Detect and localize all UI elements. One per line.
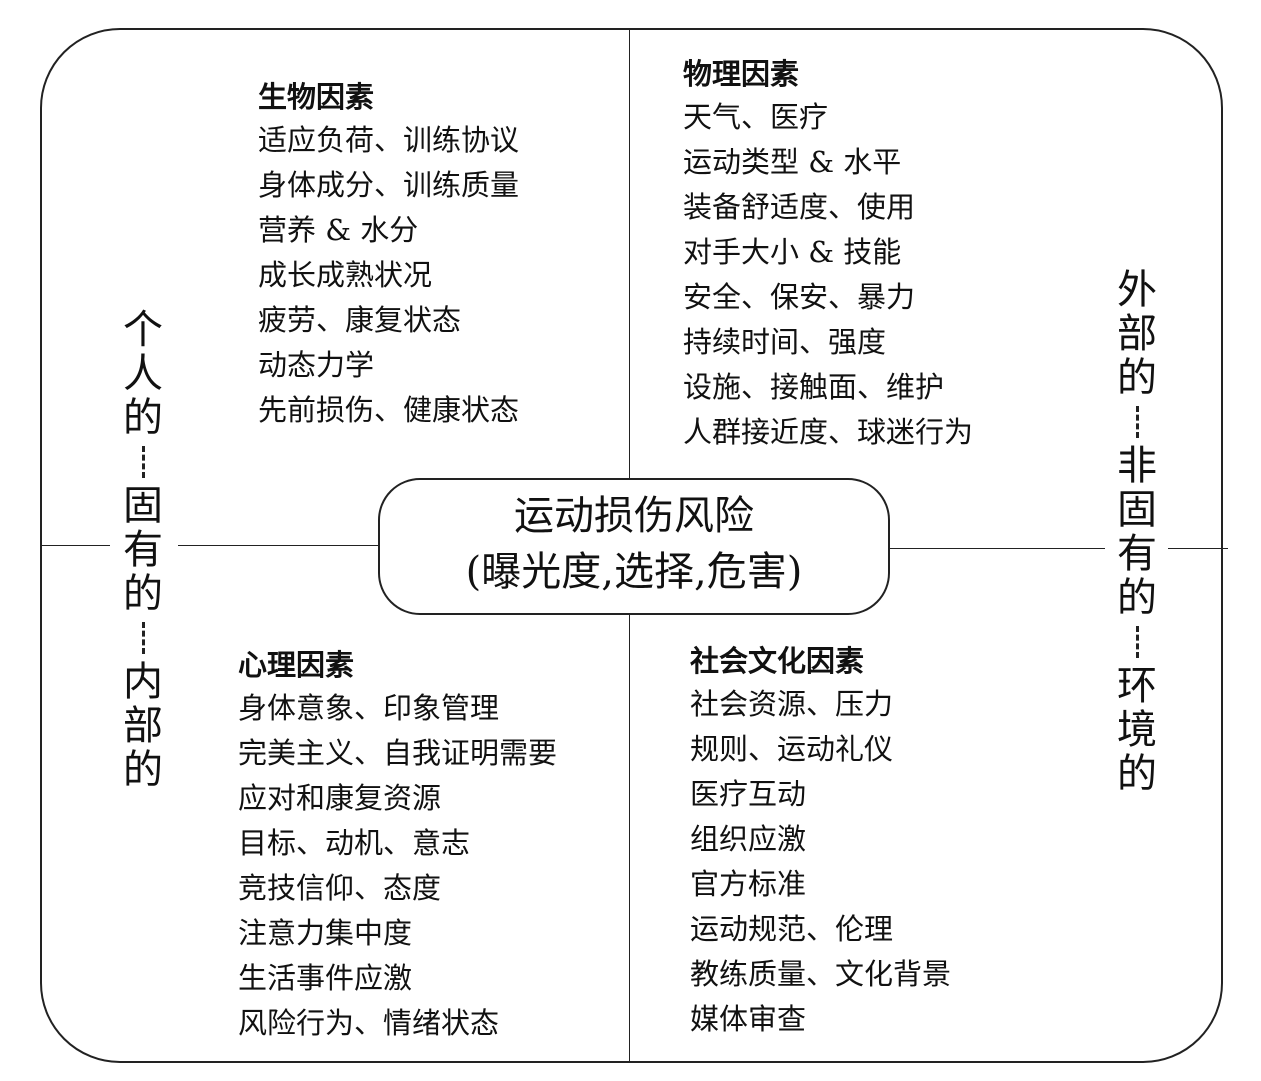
list-item: 竞技信仰、态度 (238, 871, 442, 905)
list-item: 天气、医疗 (683, 100, 829, 134)
quadrant-sociocultural: 社会文化因素 社会资源、压力 规则、运动礼仪 医疗互动 组织应激 官方标准 运动… (690, 640, 951, 1042)
horizontal-divider-right-inner (890, 548, 1105, 549)
dash-line (141, 622, 145, 654)
quadrant-title: 心理因素 (238, 648, 355, 682)
dash-line (141, 446, 145, 478)
list-item: 安全、保安、暴力 (683, 280, 916, 314)
side-label-char: 固 (123, 483, 163, 529)
side-label-intrinsic: 个人的固有的内部的 (118, 308, 168, 792)
quadrant-physical: 物理因素 天气、医疗 运动类型 & 水平 装备舒适度、使用 对手大小 & 技能 … (683, 53, 973, 455)
side-label-char: 有 (1117, 531, 1157, 577)
side-label-char: 环 (1117, 663, 1157, 709)
side-label-char: 非 (1117, 443, 1157, 489)
list-item: 对手大小 & 技能 (683, 235, 902, 269)
side-label-char: 境 (1117, 707, 1157, 753)
quadrant-psychological: 心理因素 身体意象、印象管理 完美主义、自我证明需要 应对和康复资源 目标、动机… (238, 644, 557, 1046)
horizontal-divider-left-inner (178, 545, 378, 546)
side-label-char: 的 (123, 571, 163, 617)
list-item: 风险行为、情绪状态 (238, 1006, 500, 1040)
list-item: 规则、运动礼仪 (690, 732, 894, 766)
list-item: 目标、动机、意志 (238, 826, 471, 860)
list-item: 运动规范、伦理 (690, 912, 894, 946)
list-item: 营养 & 水分 (258, 213, 419, 247)
side-label-char: 的 (123, 395, 163, 441)
list-item: 教练质量、文化背景 (690, 957, 952, 991)
center-box-injury-risk: 运动损伤风险 (曝光度,选择,危害) (378, 478, 890, 615)
list-item: 应对和康复资源 (238, 781, 442, 815)
list-item: 先前损伤、健康状态 (258, 393, 520, 427)
list-item: 持续时间、强度 (683, 325, 887, 359)
side-label-char: 人 (123, 351, 163, 397)
list-item: 适应负荷、训练协议 (258, 123, 520, 157)
list-item: 媒体审查 (690, 1002, 807, 1036)
side-label-char: 的 (1117, 575, 1157, 621)
list-item: 身体意象、印象管理 (238, 691, 500, 725)
list-item: 社会资源、压力 (690, 687, 894, 721)
dash-line (1135, 626, 1139, 658)
horizontal-divider-left-outer (40, 545, 110, 546)
side-label-char: 有 (123, 527, 163, 573)
side-label-char: 的 (1117, 751, 1157, 797)
side-label-char: 部 (123, 703, 163, 749)
center-title: 运动损伤风险 (514, 493, 754, 539)
list-item: 完美主义、自我证明需要 (238, 736, 558, 770)
quadrant-title: 物理因素 (683, 57, 800, 91)
side-label-char: 固 (1117, 487, 1157, 533)
list-item: 人群接近度、球迷行为 (683, 415, 974, 449)
side-label-char: 的 (123, 747, 163, 793)
list-item: 官方标准 (690, 867, 807, 901)
center-subtitle: (曝光度,选择,危害) (465, 549, 803, 595)
side-label-char: 个 (123, 307, 163, 353)
quadrant-biological: 生物因素 适应负荷、训练协议 身体成分、训练质量 营养 & 水分 成长成熟状况 … (258, 76, 519, 433)
side-label-char: 的 (1117, 355, 1157, 401)
vertical-divider-top (629, 29, 630, 481)
side-label-extrinsic: 外部的非固有的环境的 (1112, 268, 1162, 796)
list-item: 成长成熟状况 (258, 258, 433, 292)
list-item: 动态力学 (258, 348, 375, 382)
quadrant-title: 社会文化因素 (690, 644, 865, 678)
list-item: 注意力集中度 (238, 916, 413, 950)
list-item: 设施、接触面、维护 (683, 370, 945, 404)
quadrant-title: 生物因素 (258, 80, 375, 114)
dash-line (1135, 406, 1139, 438)
side-label-char: 部 (1117, 311, 1157, 357)
side-label-dash (1112, 400, 1162, 444)
side-label-dash (118, 616, 168, 660)
side-label-char: 外 (1117, 267, 1157, 313)
list-item: 装备舒适度、使用 (683, 190, 916, 224)
list-item: 疲劳、康复状态 (258, 303, 462, 337)
side-label-dash (1112, 620, 1162, 664)
list-item: 运动类型 & 水平 (683, 145, 902, 179)
vertical-divider-bottom (629, 615, 630, 1062)
horizontal-divider-right-outer (1168, 548, 1228, 549)
list-item: 医疗互动 (690, 777, 807, 811)
list-item: 组织应激 (690, 822, 807, 856)
list-item: 生活事件应激 (238, 961, 413, 995)
list-item: 身体成分、训练质量 (258, 168, 520, 202)
side-label-dash (118, 440, 168, 484)
side-label-char: 内 (123, 659, 163, 705)
